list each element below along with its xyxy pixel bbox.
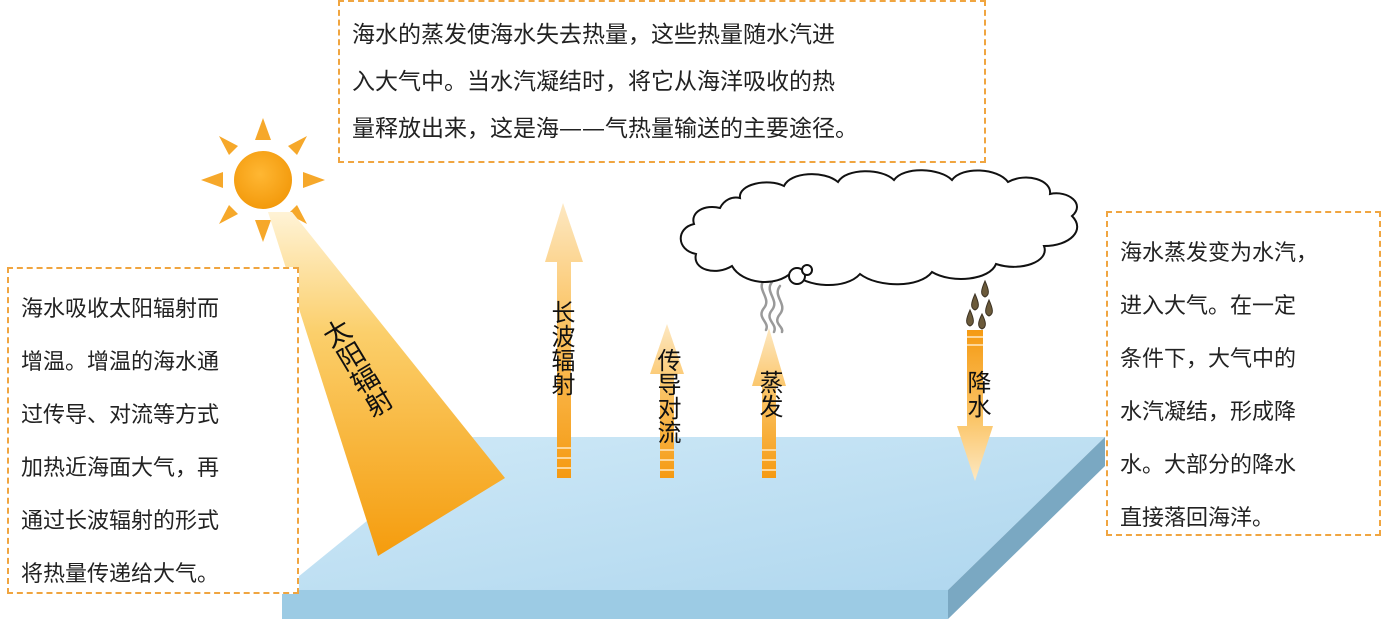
note-left-line: 海水吸收太阳辐射而: [21, 297, 220, 322]
note-right-line: 直接落回海洋。: [1120, 506, 1275, 531]
cloud-icon: [679, 169, 1079, 286]
raindrops-icon: [966, 279, 993, 330]
label-precipitation: 降水: [963, 370, 991, 418]
note-top-box: 海水的蒸发使海水失去热量，这些热量随水汽进 入大气中。当水汽凝结时，将它从海洋吸…: [338, 0, 986, 163]
note-top-line: 量释放出来，这是海——气热量输送的主要途径。: [352, 116, 858, 142]
precipitation-arrow: [957, 330, 993, 481]
solar-beam: [268, 212, 505, 556]
longwave-arrow: [545, 203, 583, 478]
sun-icon: [201, 118, 325, 242]
steam-icon: [760, 278, 784, 334]
label-evaporation: 蒸发: [755, 370, 783, 418]
note-left-line: 增温。增温的海水通: [21, 350, 220, 375]
note-top-line: 海水的蒸发使海水失去热量，这些热量随水汽进: [352, 22, 835, 48]
note-left-line: 加热近海面大气，再: [21, 456, 220, 481]
ocean-front-face: [282, 590, 948, 619]
note-right-line: 进入大气。在一定: [1120, 294, 1297, 319]
note-top-line: 入大气中。当水汽凝结时，将它从海洋吸收的热: [352, 69, 835, 95]
conduction-arrow: [650, 324, 684, 478]
note-right-line: 海水蒸发变为水汽，: [1120, 241, 1319, 266]
note-right-box: 海水蒸发变为水汽， 进入大气。在一定 条件下，大气中的 水汽凝结，形成降 水。大…: [1106, 211, 1381, 536]
note-left-line: 过传导、对流等方式: [21, 403, 220, 428]
note-left-line: 将热量传递给大气。: [21, 562, 220, 587]
label-conduction-convection: 传导对流: [653, 348, 681, 444]
note-left-line: 通过长波辐射的形式: [21, 509, 220, 534]
note-right-line: 水汽凝结，形成降: [1120, 400, 1297, 425]
note-right-line: 水。大部分的降水: [1120, 453, 1297, 478]
evaporation-arrow: [752, 328, 786, 478]
ocean-side-face: [948, 437, 1105, 619]
note-left-box: 海水吸收太阳辐射而 增温。增温的海水通 过传导、对流等方式 加热近海面大气，再 …: [7, 267, 299, 594]
label-longwave-radiation: 长波辐射: [547, 300, 575, 396]
note-right-line: 条件下，大气中的: [1120, 347, 1297, 372]
